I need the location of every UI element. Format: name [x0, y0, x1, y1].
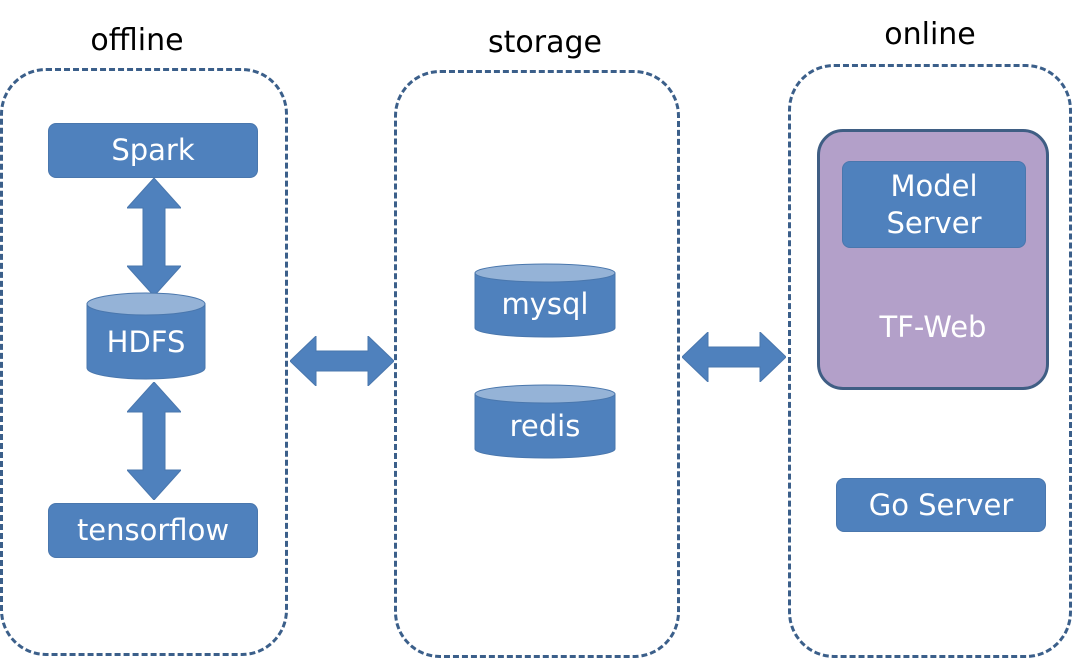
online-title: online [884, 17, 976, 52]
mysql-cylinder: mysql [474, 263, 616, 339]
spark-box: Spark [48, 123, 258, 178]
hdfs-cylinder: HDFS [86, 292, 206, 380]
go-server-box: Go Server [836, 478, 1046, 532]
storage-online-arrow [682, 332, 786, 382]
offline-storage-arrow [290, 336, 394, 386]
redis-cylinder: redis [474, 384, 616, 460]
hdfs-tensorflow-arrow [127, 382, 181, 500]
mysql-label: mysql [501, 287, 589, 321]
tf-web-label: TF-Web [879, 310, 987, 344]
redis-label: redis [509, 409, 581, 443]
offline-title: offline [90, 23, 184, 58]
tensorflow-box: tensorflow [48, 503, 258, 558]
offline-group [0, 68, 288, 656]
storage-title: storage [488, 25, 602, 60]
online-group [788, 64, 1072, 658]
model-server-box: Model Server [842, 161, 1026, 248]
hdfs-label: HDFS [106, 325, 186, 359]
storage-group [394, 70, 680, 658]
spark-hdfs-arrow [127, 178, 181, 296]
